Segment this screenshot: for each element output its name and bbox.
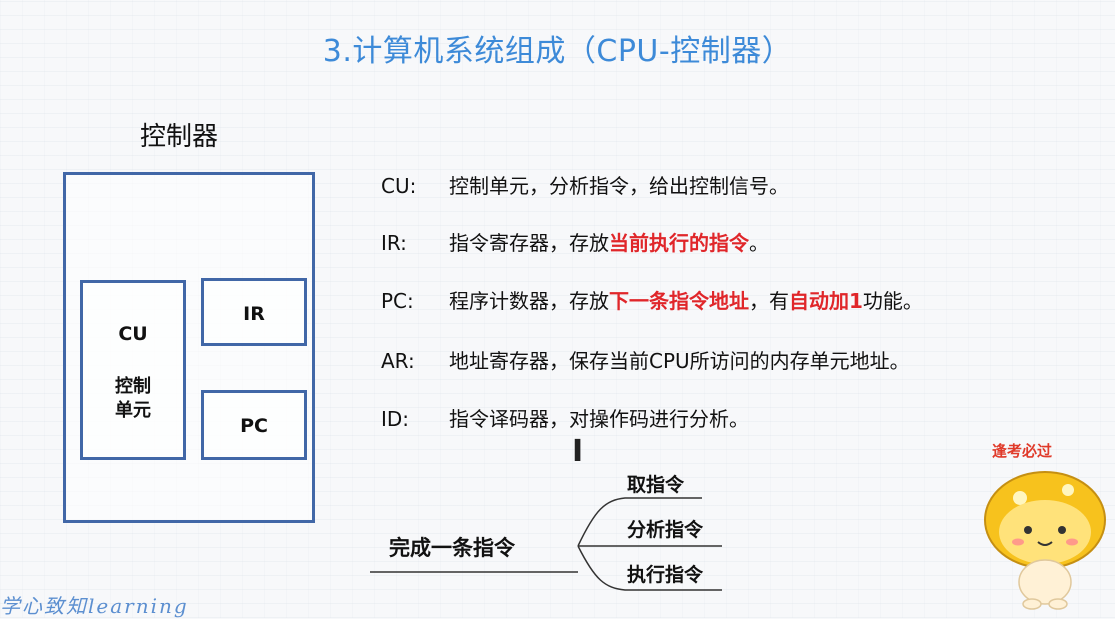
pc-box-label: PC xyxy=(240,415,268,437)
definition-row: ID: 指令译码器，对操作码进行分析。 xyxy=(381,403,749,432)
ir-box: IR xyxy=(201,278,307,346)
cu-box-subtitle-line: 控制 xyxy=(115,376,151,397)
pc-box: PC xyxy=(201,390,307,460)
definition-text: 控制单元，分析指令，给出控制信号。 xyxy=(449,174,789,198)
definition-row: CU: 控制单元，分析指令，给出控制信号。 xyxy=(381,170,789,199)
definition-text: 地址寄存器，保存当前CPU所访问的内存单元地址。 xyxy=(449,349,910,373)
slide-title: 3.计算机系统组成（CPU-控制器） xyxy=(322,34,793,69)
tree-branch-label-fetch: 取指令 xyxy=(627,474,685,496)
cu-box-title: CU xyxy=(118,323,148,345)
definition-abbr: ID: xyxy=(381,407,410,431)
definition-row: AR: 地址寄存器，保存当前CPU所访问的内存单元地址。 xyxy=(381,345,910,374)
cu-box: CU 控制单元 xyxy=(80,280,186,460)
definition-text: 。 xyxy=(749,231,769,255)
tree-branch-label-decode: 分析指令 xyxy=(627,519,704,541)
tree-root-label: 完成一条指令 xyxy=(389,536,515,560)
tree-branch-label-execute: 执行指令 xyxy=(627,564,704,586)
mascot-badge: 逢考必过 xyxy=(992,442,1053,460)
definition-abbr: IR: xyxy=(381,231,407,255)
definition-text: 指令寄存器，存放 xyxy=(449,231,609,255)
definition-abbr: AR: xyxy=(381,349,415,373)
definition-text: 程序计数器，存放 xyxy=(449,289,609,313)
definition-text: 功能。 xyxy=(862,289,923,313)
definition-abbr: CU: xyxy=(381,174,417,198)
watermark: 学心致知learning xyxy=(0,594,189,618)
definition-highlight-text: 当前执行的指令 xyxy=(609,231,749,255)
definition-text: ，有 xyxy=(749,289,789,313)
definition-row: IR: 指令寄存器，存放当前执行的指令。 xyxy=(381,227,769,256)
cu-box-subtitle-line: 单元 xyxy=(115,400,151,421)
text-cursor-icon: I xyxy=(572,434,584,469)
mascot-icon xyxy=(984,471,1106,610)
ir-box-label: IR xyxy=(243,303,265,325)
definition-text: 指令译码器，对操作码进行分析。 xyxy=(449,407,749,431)
definition-row: PC: 程序计数器，存放下一条指令地址，有自动加1功能。 xyxy=(381,285,923,314)
definition-highlight-text: 自动加1 xyxy=(789,289,863,313)
section-label: 控制器 xyxy=(140,122,219,152)
definition-abbr: PC: xyxy=(381,289,414,313)
cu-box-subtitle: 控制单元 xyxy=(83,375,183,423)
definition-highlight-text: 下一条指令地址 xyxy=(609,289,749,313)
